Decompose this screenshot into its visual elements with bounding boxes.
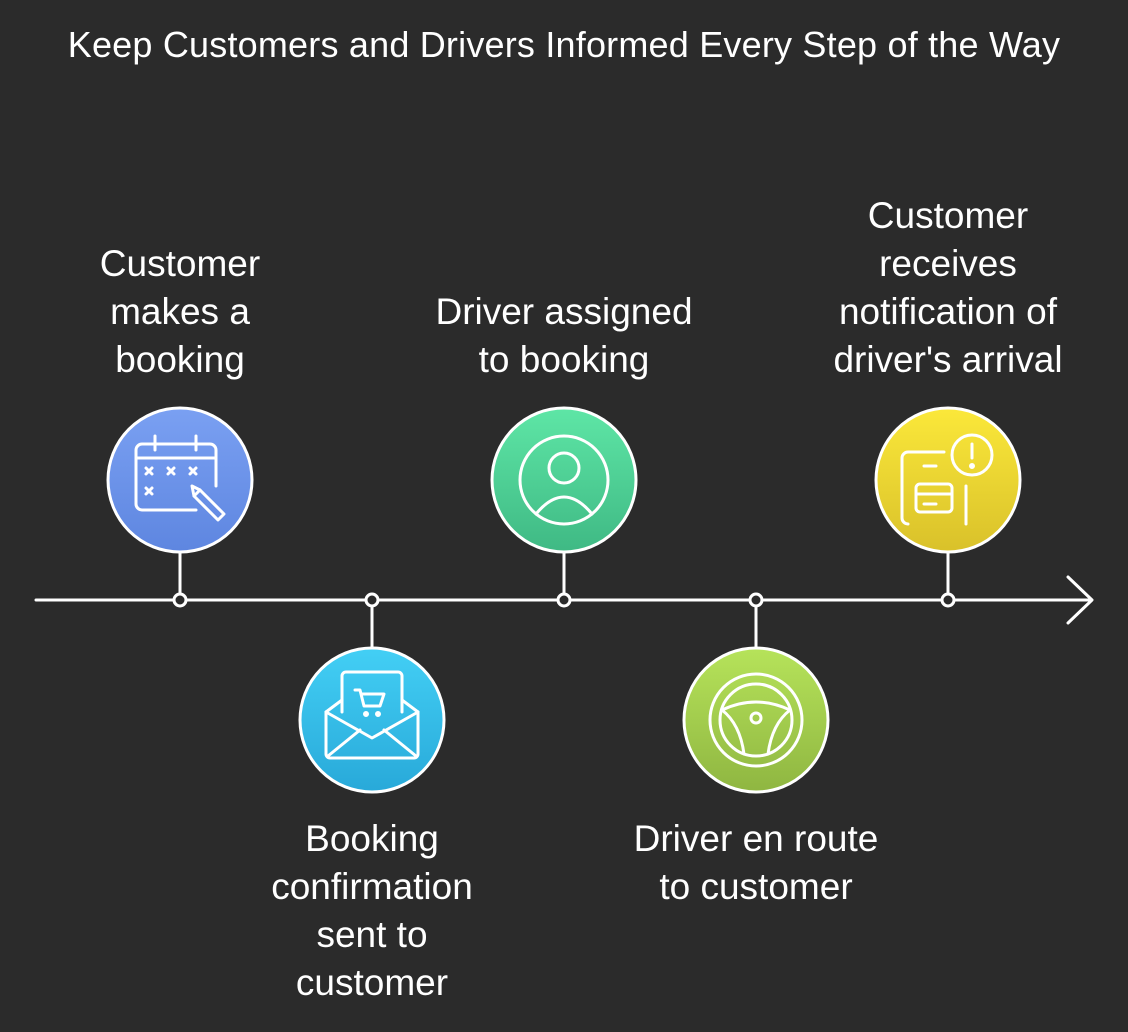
step-circle-3 — [490, 406, 638, 554]
timeline-node-3 — [556, 592, 572, 608]
step-label-2: Booking confirmation sent to customer — [271, 818, 473, 1003]
step-circle-5 — [874, 406, 1022, 554]
timeline-node-5 — [940, 592, 956, 608]
timeline-node-1 — [172, 592, 188, 608]
timeline-node-4 — [748, 592, 764, 608]
step-label-3: Driver assigned to booking — [435, 291, 693, 380]
timeline-arrowhead — [1066, 575, 1094, 625]
phone-alert-icon — [900, 433, 994, 526]
step-label-1: Customer makes a booking — [99, 243, 261, 380]
step-label-5: Customer receives notification of driver… — [833, 195, 1063, 380]
step-circle-1 — [106, 406, 254, 554]
connectors — [178, 552, 950, 648]
mail-cart-icon — [324, 670, 420, 760]
step-circle-4 — [682, 646, 830, 794]
calendar-edit-icon — [134, 434, 226, 522]
user-icon — [518, 434, 610, 526]
diagram-title: Keep Customers and Drivers Informed Ever… — [67, 24, 1061, 65]
step-circle-2 — [298, 646, 446, 794]
step-label-4: Driver en route to customer — [633, 818, 879, 907]
steering-wheel-icon — [708, 672, 804, 768]
timeline-node-2 — [364, 592, 380, 608]
